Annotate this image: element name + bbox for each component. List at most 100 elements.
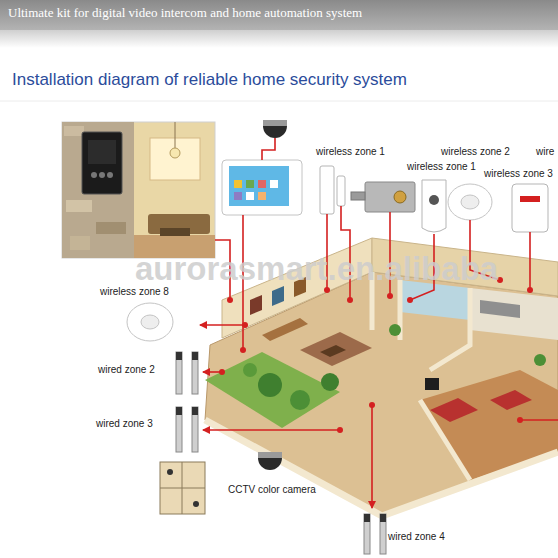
- inset-photo: [96, 222, 126, 234]
- floor-plan: [160, 462, 205, 514]
- door-sensor: [337, 176, 345, 206]
- house: [205, 272, 558, 516]
- house: [389, 324, 401, 336]
- inset-photo: [82, 132, 122, 194]
- house: [272, 286, 284, 306]
- smoke-detector: [141, 315, 159, 329]
- wire-dot: [242, 322, 248, 328]
- wire-dot: [324, 287, 330, 293]
- house: [470, 288, 558, 340]
- pir-sensor: [429, 195, 439, 205]
- zone-label: wireless zone 1: [316, 146, 385, 158]
- house: [321, 373, 339, 391]
- signal-wire: [200, 138, 558, 508]
- signal-wire: [262, 138, 275, 160]
- signal-wire: [371, 405, 373, 508]
- zone-label: wired zone 4: [388, 531, 445, 543]
- wire-dot: [219, 369, 225, 375]
- house: [205, 420, 558, 516]
- infrared-beam: [192, 352, 198, 394]
- monitor: [234, 192, 242, 200]
- inset-photo: [62, 122, 134, 258]
- wire-dot: [219, 277, 533, 433]
- house: [425, 378, 439, 390]
- smoke-detector: [448, 184, 492, 220]
- wire-dot: [369, 402, 375, 408]
- monitor: [222, 160, 302, 215]
- inset-photo: [107, 172, 113, 178]
- zone-label: wireless zone 2: [441, 146, 510, 158]
- wire-dot: [527, 287, 533, 293]
- header-bar: [0, 101, 558, 102]
- zone-label: wired zone 3: [96, 418, 153, 430]
- infrared-beam: [380, 514, 386, 522]
- signal-wire: [200, 324, 245, 326]
- house: [300, 332, 372, 366]
- monitor: [229, 166, 289, 206]
- floor-plan: [160, 462, 205, 514]
- smoke-detector: [461, 195, 479, 209]
- gas-detector: [512, 184, 548, 232]
- house: [480, 300, 520, 318]
- smoke-detector: [127, 303, 173, 341]
- monitor: [222, 160, 302, 215]
- header-bar: [0, 0, 558, 30]
- monitor: [270, 180, 278, 188]
- monitor: [258, 180, 266, 188]
- zone-label: wireless zone 8: [100, 286, 169, 298]
- cctv-camera: [263, 126, 287, 138]
- smoke-detector: [127, 303, 173, 341]
- house: [243, 363, 257, 377]
- inset-photo: [62, 122, 215, 258]
- infrared-beam: [192, 407, 198, 415]
- wire-dot: [517, 417, 523, 423]
- house: [490, 390, 532, 410]
- house: [534, 354, 546, 366]
- monitor: [258, 192, 266, 200]
- infrared-beam: [364, 514, 370, 522]
- zone-label: wireless zone 3: [484, 168, 553, 180]
- cctv-camera: [258, 452, 282, 458]
- inset-photo: [170, 148, 180, 158]
- house: [290, 390, 310, 410]
- device-label: CCTV color camera: [228, 484, 316, 496]
- house: [262, 318, 308, 341]
- pir-sensor: [422, 180, 446, 232]
- wire-dot: [407, 297, 413, 303]
- inset-photo: [88, 140, 116, 164]
- signal-wire: [520, 419, 558, 421]
- header-bar: [0, 30, 558, 48]
- wire-dot: [240, 347, 246, 353]
- infrared-beam: [176, 407, 182, 452]
- inset-photo: [175, 122, 176, 150]
- wire-dot: [337, 427, 343, 433]
- infrared-beam: [176, 352, 182, 360]
- house: [430, 288, 470, 370]
- inset-photo: [91, 172, 97, 178]
- signal-wire: [529, 232, 531, 290]
- monitor: [246, 180, 254, 188]
- infrared-beam: [176, 352, 386, 554]
- wire-dot: [227, 297, 233, 303]
- page-title: Installation diagram of reliable home se…: [12, 70, 407, 90]
- wire-dot: [387, 293, 393, 299]
- infrared-beam: [192, 352, 198, 360]
- infrared-beam: [192, 407, 198, 452]
- inset-photo: [160, 228, 190, 236]
- pir-sensor: [422, 180, 446, 232]
- zone-label: wire: [536, 146, 554, 158]
- house: [420, 370, 558, 480]
- smoke-detector: [448, 184, 492, 220]
- door-sensor: [320, 166, 334, 214]
- inset-photo: [99, 172, 105, 178]
- gas-detector: [512, 184, 548, 232]
- signal-wire: [203, 429, 340, 431]
- cctv-camera: [263, 120, 287, 138]
- infrared-beam: [176, 352, 182, 394]
- cctv-camera: [258, 452, 282, 470]
- electric-lock: [351, 182, 415, 212]
- inset-photo: [62, 122, 215, 258]
- watermark: aurorasmart.en.alibaba: [135, 250, 498, 288]
- house: [430, 398, 478, 422]
